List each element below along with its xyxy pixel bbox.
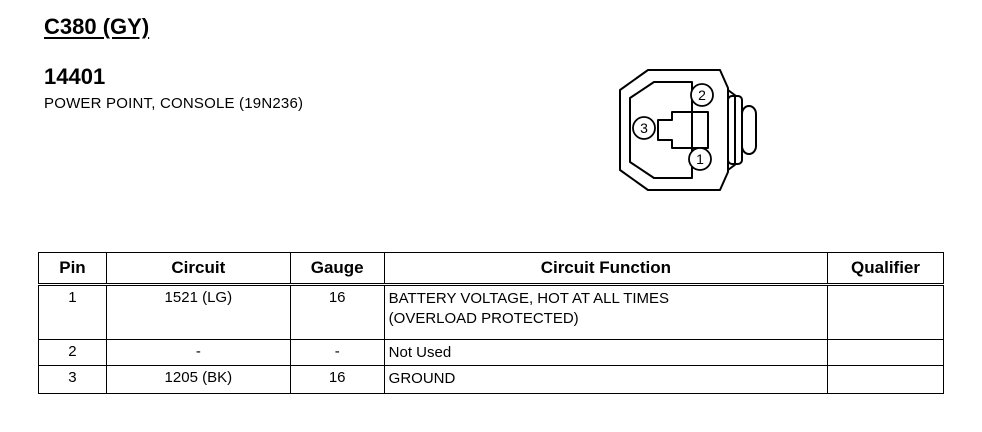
pinout-table: Pin Circuit Gauge Circuit Function Quali…: [38, 252, 944, 394]
pin-2-label: 2: [698, 87, 706, 103]
table-row: 2 - - Not Used: [38, 339, 944, 366]
latch-tab: [741, 105, 757, 155]
pin-1-circle: [688, 147, 712, 171]
gauge-cell: 16: [289, 365, 385, 394]
qualifier-cell: [827, 339, 944, 366]
circuit-function-cell: GROUND: [383, 365, 829, 394]
column-header-circuit: Circuit: [105, 252, 291, 286]
qualifier-cell: [827, 284, 944, 340]
pin-3-circle: [632, 116, 656, 140]
column-header-pin: Pin: [38, 252, 107, 286]
connector-id: C380 (GY): [44, 14, 150, 39]
column-header-circuit-function: Circuit Function: [383, 252, 829, 286]
circuit-function-cell: Not Used: [383, 339, 829, 366]
gauge-cell: -: [289, 339, 385, 366]
circuit-cell: 1521 (LG): [105, 284, 291, 340]
connector-face-diagram: 2 3 1: [619, 69, 757, 191]
circuit-function-line: (OVERLOAD PROTECTED): [388, 310, 579, 327]
pin-cell: 1: [38, 284, 107, 340]
table-row: 1 1521 (LG) 16 BATTERY VOLTAGE, HOT AT A…: [38, 284, 944, 340]
circuit-function-line: BATTERY VOLTAGE, HOT AT ALL TIMES: [388, 290, 670, 307]
keying-slot: [657, 111, 709, 149]
column-header-qualifier: Qualifier: [827, 252, 944, 286]
pin-3-label: 3: [640, 120, 648, 136]
circuit-function-cell: BATTERY VOLTAGE, HOT AT ALL TIMES (OVERL…: [383, 284, 829, 340]
connector-cavity: [629, 81, 693, 179]
pin-cell: 2: [38, 339, 107, 366]
pin-cell: 3: [38, 365, 107, 394]
qualifier-cell: [827, 365, 944, 394]
circuit-cell: 1205 (BK): [105, 365, 291, 394]
connector-outline: [619, 69, 729, 191]
table-row: 3 1205 (BK) 16 GROUND: [38, 365, 944, 394]
part-number: 14401: [44, 64, 106, 89]
gauge-cell: 16: [289, 284, 385, 340]
pin-1-label: 1: [696, 151, 704, 167]
column-header-gauge: Gauge: [289, 252, 385, 286]
pin-2-circle: [690, 83, 714, 107]
circuit-cell: -: [105, 339, 291, 366]
table-header-row: Pin Circuit Gauge Circuit Function Quali…: [38, 252, 944, 286]
connector-description: POWER POINT, CONSOLE (19N236): [44, 95, 304, 112]
